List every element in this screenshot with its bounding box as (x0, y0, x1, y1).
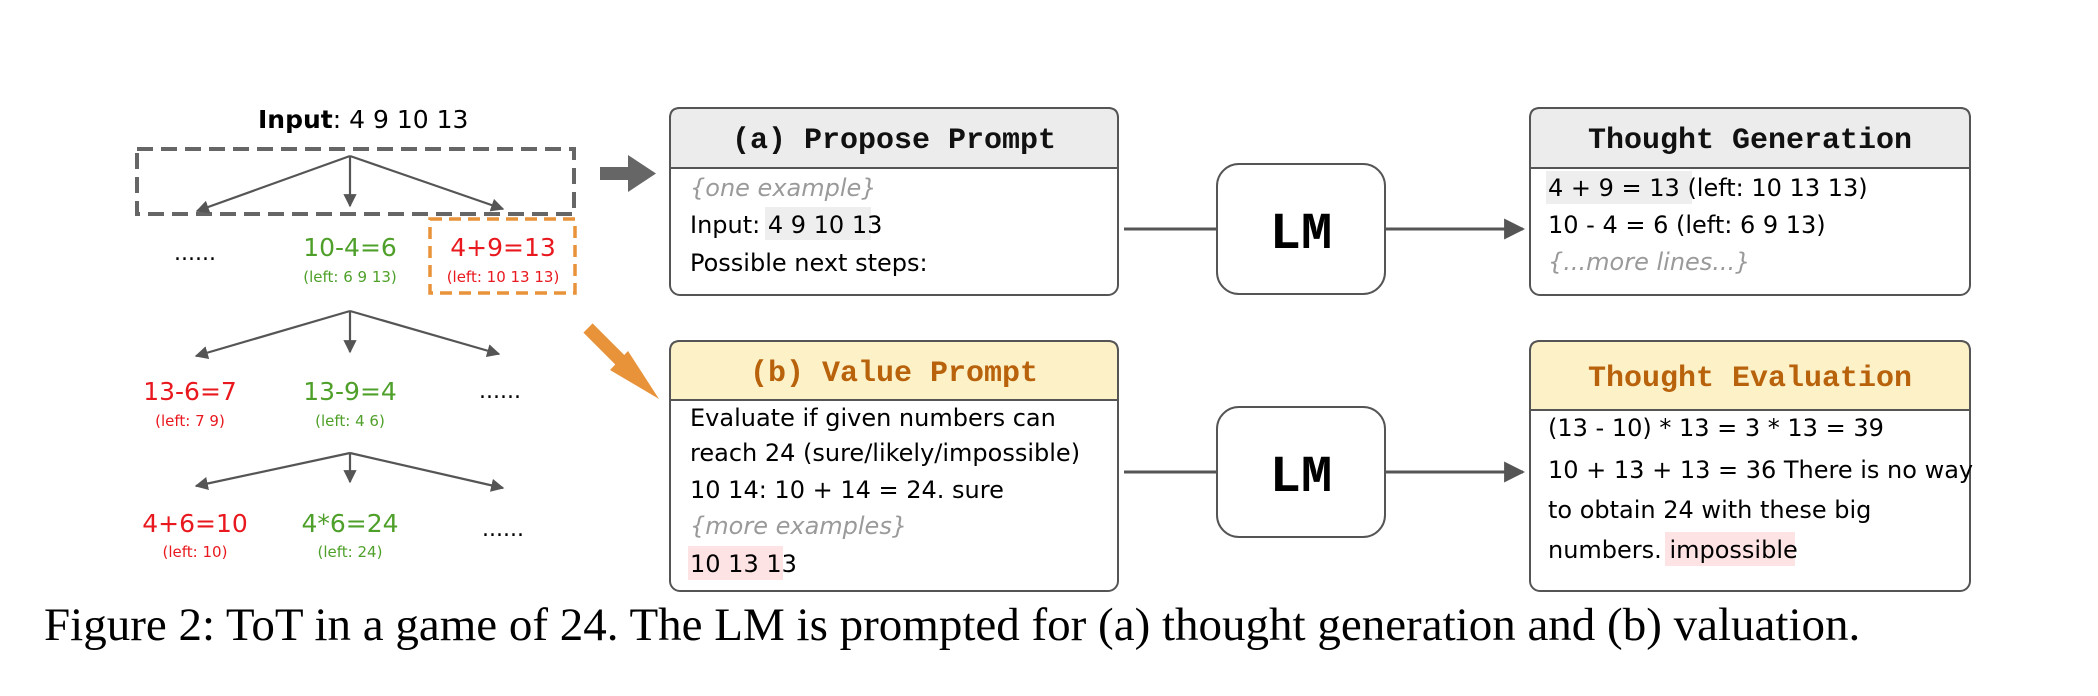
thought-generation-box: Thought Generation 4 + 9 = 13 (left: 10 … (1529, 107, 1971, 296)
propose-prompt-input: Input: 4 9 10 13 (690, 211, 882, 239)
thought-generation-highlight (1546, 171, 1692, 204)
lm-top-label: LM (1270, 205, 1332, 264)
value-prompt-more-examples: {more examples} (690, 512, 907, 540)
verdict-impossible: impossible (1669, 536, 1797, 564)
thought-evaluation-line: to obtain 24 with these big (1548, 496, 1871, 524)
thought-evaluation-title: Thought Evaluation (1588, 362, 1912, 396)
tree-node-l1-ellipsis: ...... (174, 241, 216, 266)
impossible-highlight (1665, 532, 1795, 566)
tree-node-l3-left: (left: 10) (163, 543, 228, 561)
tree-branches-level3 (194, 451, 505, 492)
tree-node-l2-expr: 13-9=4 (303, 377, 397, 406)
thought-evaluation-box: Thought Evaluation (13 - 10) * 13 = 3 * … (1529, 340, 1973, 592)
tree-node-l1-left: (left: 6 9 13) (303, 268, 397, 286)
arrow-to-propose-icon (600, 155, 656, 192)
lm-bottom-label: LM (1270, 448, 1332, 507)
propose-input-value: 4 9 10 13 (768, 211, 883, 239)
tree-node-l1-left: (left: 10 13 13) (447, 268, 560, 286)
thought-generation-title: Thought Generation (1588, 124, 1912, 158)
selected-thought-dashed-box (428, 217, 577, 295)
thought-generation-line: 10 - 4 = 6 (left: 6 9 13) (1548, 211, 1826, 239)
thought-generation-more: {...more lines...} (1548, 248, 1750, 276)
tree-node-l1-expr: 10-4=6 (303, 233, 397, 262)
tree-node-l2-left: (left: 4 6) (315, 412, 385, 430)
tree-input-label: Input (258, 105, 333, 134)
verdict-prefix: numbers. (1548, 536, 1669, 564)
tree-input-value: : 4 9 10 13 (333, 105, 469, 134)
search-tree: Input: 4 9 10 13 ...... 10-4=6 (left: 6 … (135, 105, 577, 561)
tree-node-l3-ellipsis: ...... (482, 517, 524, 542)
tree-branches-level1 (195, 154, 505, 214)
tree-input: Input: 4 9 10 13 (258, 105, 468, 134)
thought-evaluation-line: 10 + 13 + 13 = 36 There is no way (1548, 456, 1973, 484)
value-input-highlight (688, 546, 783, 580)
value-prompt-line: Evaluate if given numbers can (690, 404, 1056, 432)
tree-node-l2-ellipsis: ...... (479, 379, 521, 404)
tree-node-l2-left: (left: 7 9) (155, 412, 225, 430)
value-prompt-input: 10 13 13 (690, 550, 797, 578)
tree-node-l3-expr: 4+6=10 (142, 509, 248, 538)
propose-prompt-next-steps: Possible next steps: (690, 249, 928, 277)
value-prompt-box: (b) Value Prompt Evaluate if given numbe… (669, 340, 1119, 592)
arrow-to-value-icon (583, 323, 659, 399)
tree-node-l1-expr: 4+9=13 (450, 233, 556, 262)
propose-input-label: Input: (690, 211, 768, 239)
lm-top-box: LM (1124, 163, 1526, 295)
thought-evaluation-verdict-line: numbers. impossible (1548, 536, 1798, 564)
propose-prompt-title: (a) Propose Prompt (732, 124, 1056, 158)
tree-node-l3-expr: 4*6=24 (301, 509, 398, 538)
tree-node-l2-expr: 13-6=7 (143, 377, 237, 406)
tree-node-l3-left: (left: 24) (318, 543, 383, 561)
thought-generation-line: 4 + 9 = 13 (left: 10 13 13) (1548, 174, 1868, 202)
thought-evaluation-line: (13 - 10) * 13 = 3 * 13 = 39 (1548, 414, 1884, 442)
propose-prompt-box: (a) Propose Prompt {one example} Input: … (669, 107, 1119, 296)
propose-prompt-example: {one example} (690, 174, 877, 202)
tree-branches-level2 (194, 309, 501, 360)
current-step-dashed-box (135, 147, 576, 216)
value-prompt-title: (b) Value Prompt (750, 357, 1038, 391)
value-prompt-line: 10 14: 10 + 14 = 24. sure (690, 476, 1004, 504)
lm-bottom-box: LM (1124, 406, 1526, 538)
input-highlight (765, 207, 871, 240)
figure-caption: Figure 2: ToT in a game of 24. The LM is… (44, 599, 1861, 651)
value-prompt-line: reach 24 (sure/likely/impossible) (690, 439, 1080, 467)
